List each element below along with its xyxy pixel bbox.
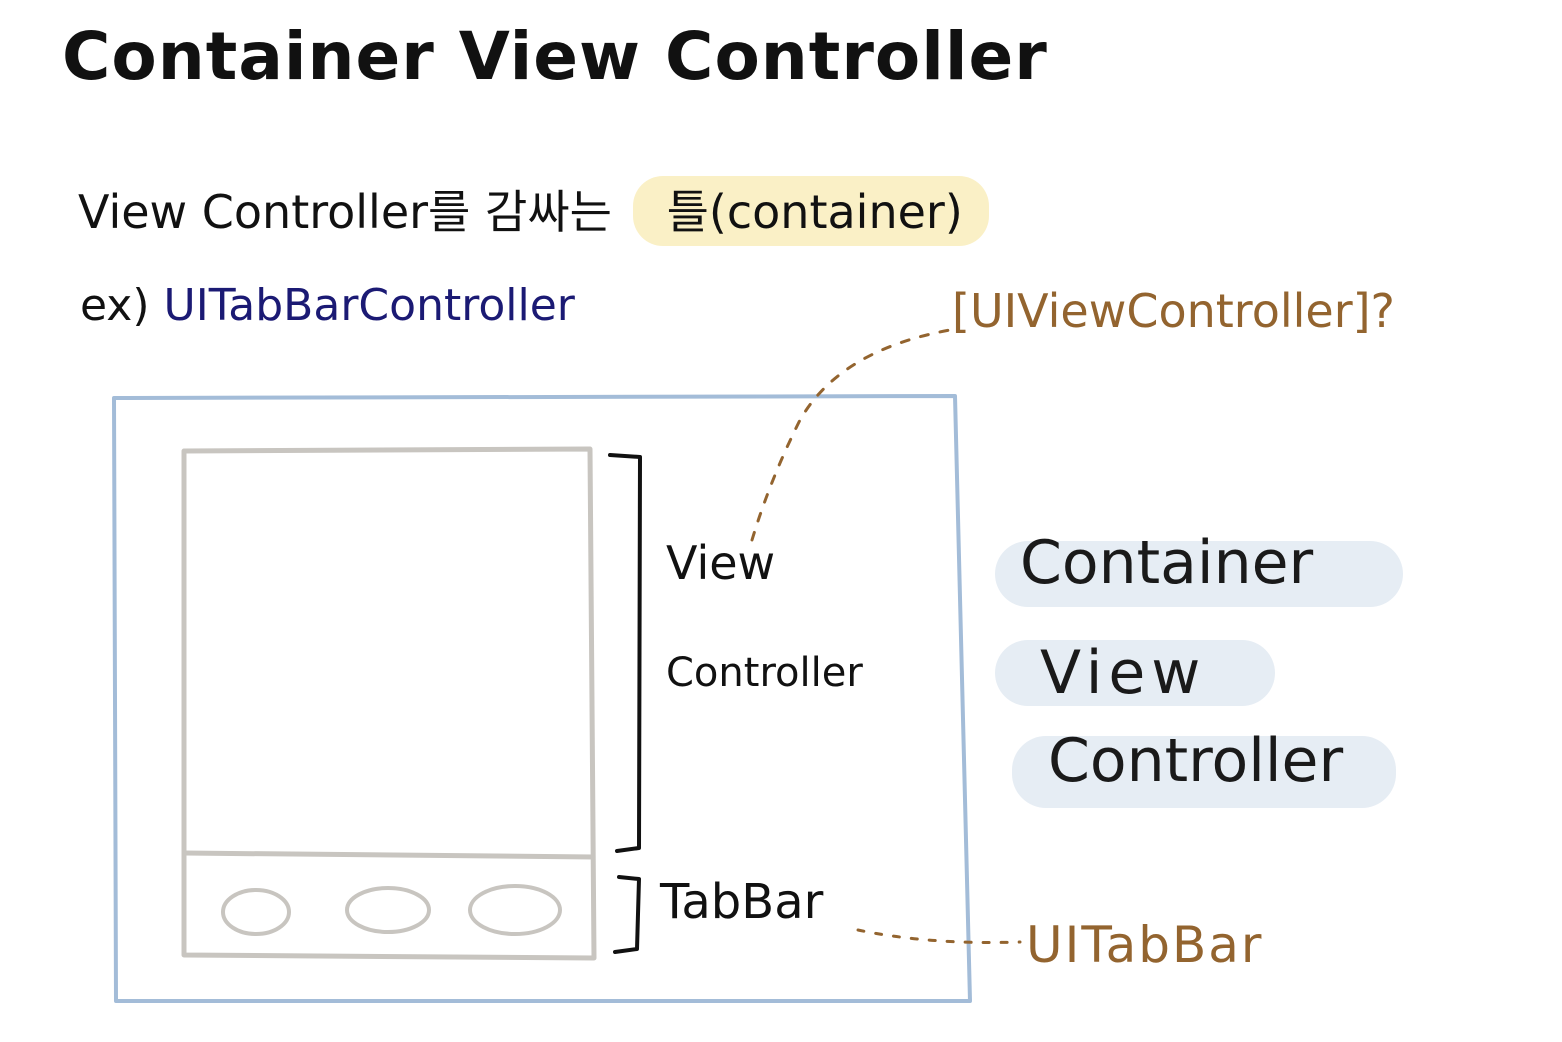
tab-item-2: [345, 886, 431, 934]
uiviewcontroller-connector: [750, 328, 952, 542]
screen-box: [181, 446, 597, 961]
tabbar-divider: [183, 850, 595, 860]
example-prefix: ex): [80, 280, 150, 331]
example-line: ex) UITabBarController: [80, 280, 575, 331]
definition-text: View Controller를 감싸는: [78, 185, 612, 239]
example-name: UITabBarController: [163, 280, 575, 331]
tab-item-1: [221, 888, 291, 936]
tab-item-3: [468, 884, 562, 936]
container-pill: [995, 541, 1403, 607]
uitabbar-annotation: UITabBar: [1026, 916, 1264, 974]
view-controller-bracket: [608, 453, 642, 853]
uitabbar-connector: [856, 928, 1022, 944]
view-label: View: [666, 536, 776, 590]
controller-label: Controller: [666, 650, 863, 696]
controller-pill: [1012, 736, 1396, 808]
legend-word-controller: Controller: [1048, 726, 1344, 796]
tabbar-label: TabBar: [660, 874, 824, 930]
legend-word-container: Container: [1020, 528, 1314, 598]
view-pill: [995, 640, 1275, 706]
definition-line: View Controller를 감싸는 틀(container): [78, 176, 989, 246]
tabbar-bracket: [613, 875, 641, 954]
uiviewcontroller-annotation: [UIViewController]?: [952, 284, 1395, 338]
page-title: Container View Controller: [62, 18, 1048, 95]
container-box: [112, 394, 972, 1003]
legend-word-view: View: [1040, 638, 1207, 708]
container-highlight: 틀(container): [632, 176, 989, 246]
